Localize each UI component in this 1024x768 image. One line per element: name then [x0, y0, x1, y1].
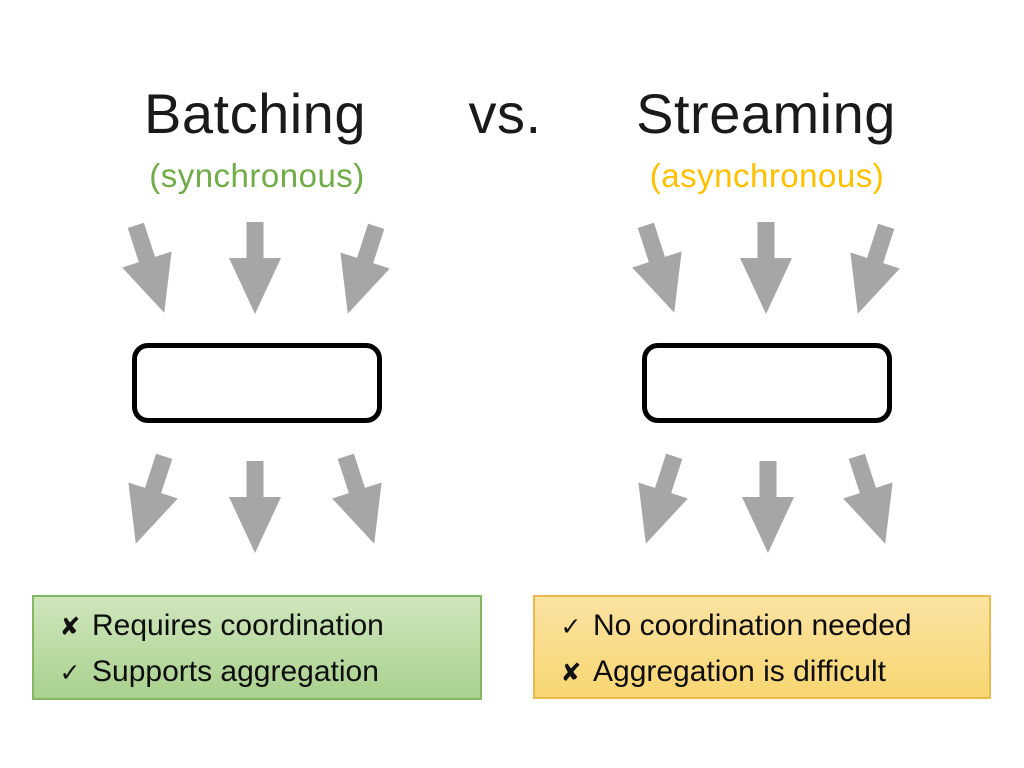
- note-text: No coordination needed: [593, 609, 912, 642]
- down-arrow-icon: [832, 448, 910, 552]
- streaming-notes-box: ✓ No coordination needed ✘ Aggregation i…: [533, 595, 991, 699]
- check-bullet-icon: ✓: [59, 658, 81, 687]
- title-streaming: Streaming: [636, 82, 896, 145]
- title-batching: Batching: [144, 82, 366, 145]
- down-arrow-icon: [321, 448, 399, 552]
- subtitle-synchronous: (synchronous): [149, 157, 365, 194]
- subtitle-asynchronous: (asynchronous): [649, 157, 885, 194]
- note-text: Requires coordination: [92, 609, 384, 642]
- down-arrow-icon: [229, 222, 281, 314]
- down-arrow-icon: [111, 217, 189, 321]
- check-bullet-icon: ✓: [560, 612, 582, 641]
- cross-bullet-icon: ✘: [59, 612, 81, 641]
- batch-process-box: [132, 343, 382, 423]
- note-item: ✓ No coordination needed: [549, 603, 989, 649]
- down-arrow-icon: [621, 448, 699, 552]
- note-text: Supports aggregation: [92, 655, 379, 688]
- note-item: ✓ Supports aggregation: [48, 649, 480, 695]
- note-item: ✘ Requires coordination: [48, 603, 480, 649]
- batching-notes-box: ✘ Requires coordination ✓ Supports aggre…: [32, 595, 482, 700]
- down-arrow-icon: [111, 448, 189, 552]
- note-item: ✘ Aggregation is difficult: [549, 649, 989, 695]
- note-text: Aggregation is difficult: [593, 655, 886, 688]
- down-arrow-icon: [742, 461, 794, 553]
- title-vs-separator: vs.: [468, 82, 542, 145]
- down-arrow-icon: [323, 218, 401, 322]
- down-arrow-icon: [229, 461, 281, 553]
- down-arrow-icon: [740, 222, 792, 314]
- down-arrow-icon: [833, 218, 911, 322]
- stream-process-box: [642, 343, 892, 423]
- cross-bullet-icon: ✘: [560, 658, 582, 687]
- down-arrow-icon: [621, 217, 699, 321]
